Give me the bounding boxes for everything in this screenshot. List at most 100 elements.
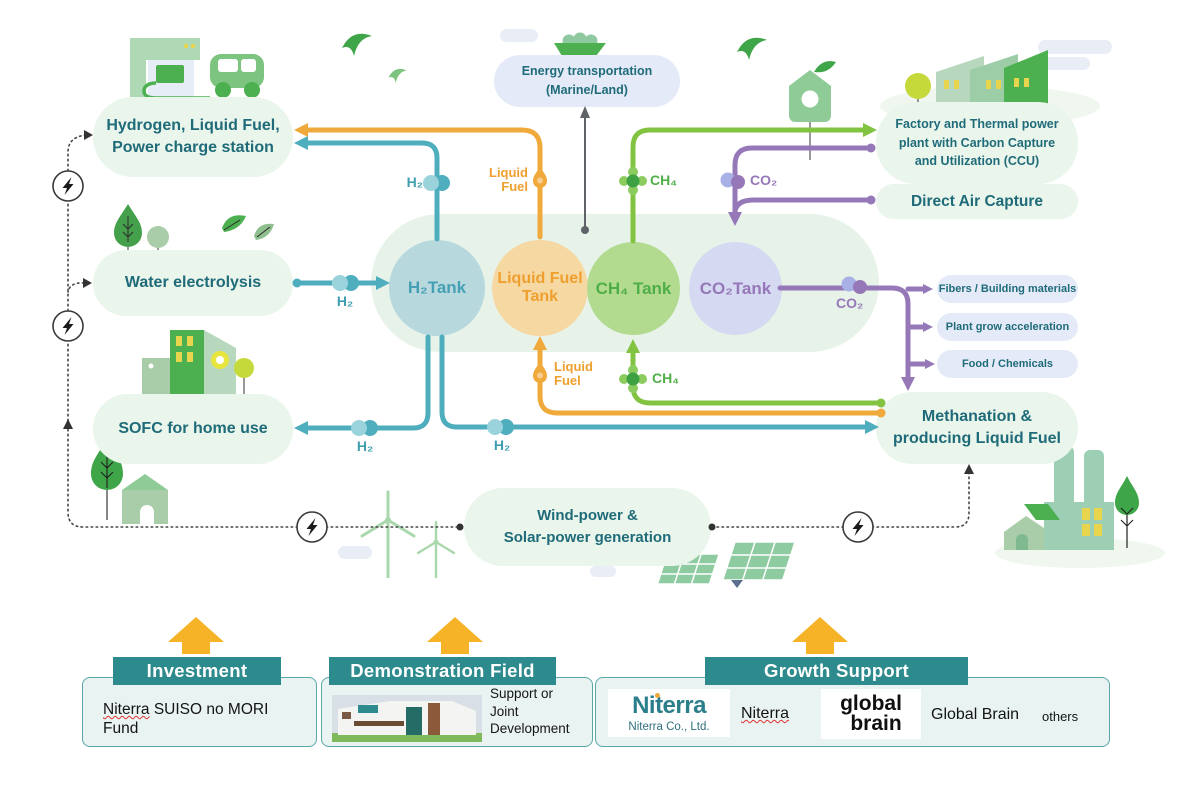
- demonstration-building-image: [332, 695, 482, 747]
- demonstration-header: Demonstration Field: [329, 657, 556, 685]
- water-electrolysis-node: Water electrolysis: [93, 250, 293, 316]
- investment-body: Niterra SUISO no MORI Fund: [103, 700, 303, 739]
- others-label: others: [1042, 709, 1079, 724]
- demonstration-body-3: Development: [490, 721, 570, 737]
- demonstration-header-label: Demonstration Field: [350, 660, 535, 681]
- co2-tank: CO₂Tank: [689, 242, 782, 335]
- growth-support-header: Growth Support: [705, 657, 968, 685]
- cloud-icon: [1038, 40, 1112, 54]
- liquid-fuel-tank-label-2: Tank: [521, 288, 559, 305]
- liquid-fuel-flow-label-1: Liquid: [554, 359, 593, 374]
- hydrogen-station-node: Hydrogen, Liquid Fuel, Power charge stat…: [93, 97, 293, 177]
- co2-flow-label: CO₂: [750, 172, 778, 188]
- global-brain-label: Global Brain: [931, 706, 1020, 723]
- investment-header: Investment: [113, 657, 281, 685]
- global-brain-wordmark-2: brain: [850, 712, 902, 735]
- cloud-icon: [500, 29, 538, 42]
- methanation-label-1: Methanation &: [921, 407, 1033, 425]
- liquid-fuel-flow-label-2: Fuel: [554, 372, 581, 388]
- wind-solar-label-2: Solar-power generation: [503, 529, 672, 546]
- leaves-icon: [220, 210, 280, 249]
- co2-tank-label: CO₂Tank: [699, 278, 772, 298]
- wind-solar-label-1: Wind-power &: [537, 506, 638, 524]
- investment-header-label: Investment: [146, 660, 248, 681]
- cloud-icon: [338, 546, 372, 559]
- niterra-logo-dot: [655, 692, 661, 698]
- direct-air-capture-label: Direct Air Capture: [910, 192, 1044, 210]
- liquid-fuel-droplet-icon: [533, 167, 547, 188]
- demonstration-box: Support or Joint Development: [321, 677, 593, 747]
- factory-buildings-icon: [902, 42, 1084, 113]
- co2-use-plant-label: Plant grow acceleration: [945, 321, 1070, 333]
- factory-icon: [996, 446, 1148, 555]
- h2-flow-label: H₂: [493, 437, 511, 453]
- niterra-label: Niterra: [741, 705, 790, 722]
- ch4-molecule-icon: [619, 167, 647, 195]
- bird-icon: [733, 30, 769, 67]
- energy-transportation-label-1: Energy transportation: [521, 64, 653, 79]
- niterra-logo: Niterra Niterra Co., Ltd.: [608, 689, 730, 737]
- h2-tank: H₂Tank: [389, 240, 485, 336]
- bird-icon: [338, 26, 374, 63]
- liquid-fuel-droplet-icon: [533, 362, 547, 383]
- co2-flow-label: CO₂: [836, 295, 864, 311]
- demonstration-body-1: Support or: [490, 686, 554, 701]
- liquid-fuel-flow-label-2: Fuel: [501, 178, 528, 194]
- wind-turbines-icon: [348, 490, 468, 583]
- h2-tank-label: H₂Tank: [407, 278, 467, 297]
- energy-transportation-label-2: (Marine/Land): [546, 83, 628, 97]
- direct-air-capture-node: Direct Air Capture: [876, 184, 1078, 219]
- water-electrolysis-label: Water electrolysis: [124, 274, 262, 291]
- ev-charging-station-icon: [130, 36, 264, 105]
- liquid-fuel-tank: Liquid Fuel Tank: [492, 240, 588, 336]
- ch4-flow-label: CH₄: [652, 370, 679, 386]
- global-brain-logo: global brain: [821, 689, 921, 739]
- investment-fund-name: Niterra: [103, 701, 150, 718]
- co2-use-fibers-label: Fibers / Building materials: [938, 283, 1077, 295]
- bird-icon: [386, 64, 408, 89]
- sofc-label: SOFC for home use: [118, 420, 268, 437]
- energy-transportation-node: Energy transportation (Marine/Land): [494, 55, 680, 107]
- h2-flow-label: H₂: [356, 438, 374, 454]
- co2-use-plant-node: Plant grow acceleration: [937, 313, 1078, 341]
- factory-ccu-node: Factory and Thermal power plant with Car…: [876, 102, 1078, 184]
- niterra-logo-subtext: Niterra Co., Ltd.: [628, 720, 710, 733]
- lightning-icon: [296, 511, 328, 543]
- investment-fund-rest: SUISO no MORI Fund: [103, 701, 269, 738]
- ev-car-icon: [210, 54, 264, 98]
- niterra-wordmark: Niterra: [632, 691, 706, 719]
- niterra-wordmark-text: Niterra: [632, 691, 706, 719]
- liquid-fuel-flow-label-1: Liquid: [489, 165, 528, 180]
- ch4-flow-label: CH₄: [650, 172, 677, 188]
- hydrogen-station-label-1: Hydrogen, Liquid Fuel,: [106, 117, 280, 135]
- section-up-arrows: [168, 617, 848, 654]
- methanation-label-2: producing Liquid Fuel: [893, 430, 1061, 447]
- co2-use-food-label: Food / Chemicals: [961, 358, 1054, 370]
- lightning-icon: [842, 511, 874, 543]
- cloud-icon: [590, 566, 616, 577]
- demonstration-body: Support or Joint Development: [490, 685, 570, 738]
- factory-ccu-label: Factory and Thermal power plant with Car…: [895, 116, 1059, 169]
- liquid-fuel-flow-label: Liquid Fuel: [554, 360, 604, 387]
- co2-use-fibers-node: Fibers / Building materials: [937, 275, 1078, 303]
- h2-flow-label: H₂: [336, 293, 354, 309]
- hydrogen-station-label-2: Power charge station: [112, 139, 274, 156]
- methanation-node: Methanation & producing Liquid Fuel: [876, 392, 1078, 464]
- house-icon: [142, 322, 254, 403]
- sofc-node: SOFC for home use: [93, 394, 293, 464]
- lightning-icon: [52, 310, 84, 342]
- h2-flow-label: H₂: [406, 174, 423, 190]
- birdhouse-icon: [784, 60, 836, 166]
- liquid-fuel-flow-label: Liquid Fuel: [478, 166, 528, 193]
- global-brain-wordmark-1: global: [840, 692, 902, 716]
- ship-icon: [552, 32, 608, 63]
- co2-use-food-node: Food / Chemicals: [937, 350, 1078, 378]
- liquid-fuel-tank-label-1: Liquid Fuel: [497, 269, 583, 287]
- investment-box: Niterra SUISO no MORI Fund: [82, 677, 317, 747]
- wind-solar-node: Wind-power & Solar-power generation: [464, 488, 711, 566]
- ch4-tank: CH₄ Tank: [587, 242, 680, 335]
- ch4-tank-label: CH₄ Tank: [595, 278, 672, 298]
- ch4-molecule-icon: [619, 365, 647, 393]
- growth-support-header-label: Growth Support: [764, 660, 909, 681]
